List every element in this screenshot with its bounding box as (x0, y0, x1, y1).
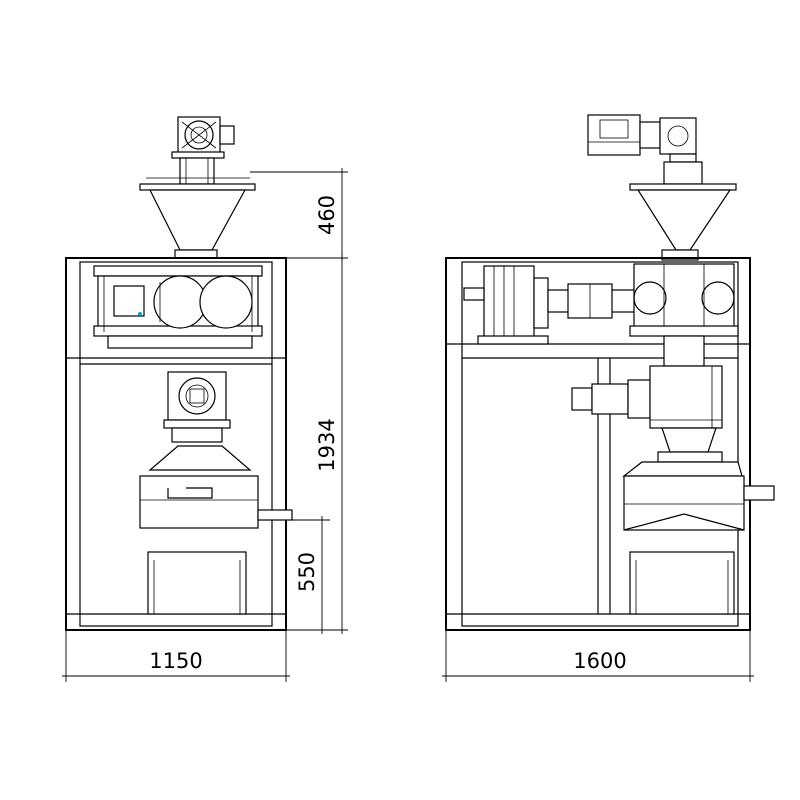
dim-width-1150: 1150 (149, 649, 202, 673)
dim-frame-1934: 1934 (315, 418, 339, 471)
dim-hopper-460: 460 (315, 195, 339, 235)
left-dimensions: 1150 460 1934 550 (62, 168, 348, 682)
dim-outlet-550: 550 (295, 552, 319, 592)
left-frame (65, 257, 287, 631)
right-hopper (629, 183, 737, 261)
dim-width-1600: 1600 (573, 649, 626, 673)
left-stand (147, 551, 247, 615)
left-view (65, 116, 293, 631)
right-stand (629, 551, 735, 615)
right-main-drive (463, 263, 739, 345)
left-hopper (139, 177, 256, 259)
right-lower-drive (571, 335, 723, 453)
left-top-motor (171, 116, 235, 185)
left-granulator (139, 445, 293, 529)
right-top-motor (587, 114, 703, 185)
left-lower-drive (163, 371, 231, 443)
right-dimensions: 1600 (442, 630, 754, 682)
left-roller-press (93, 265, 263, 349)
right-granulator (622, 451, 775, 531)
right-view (445, 114, 775, 631)
